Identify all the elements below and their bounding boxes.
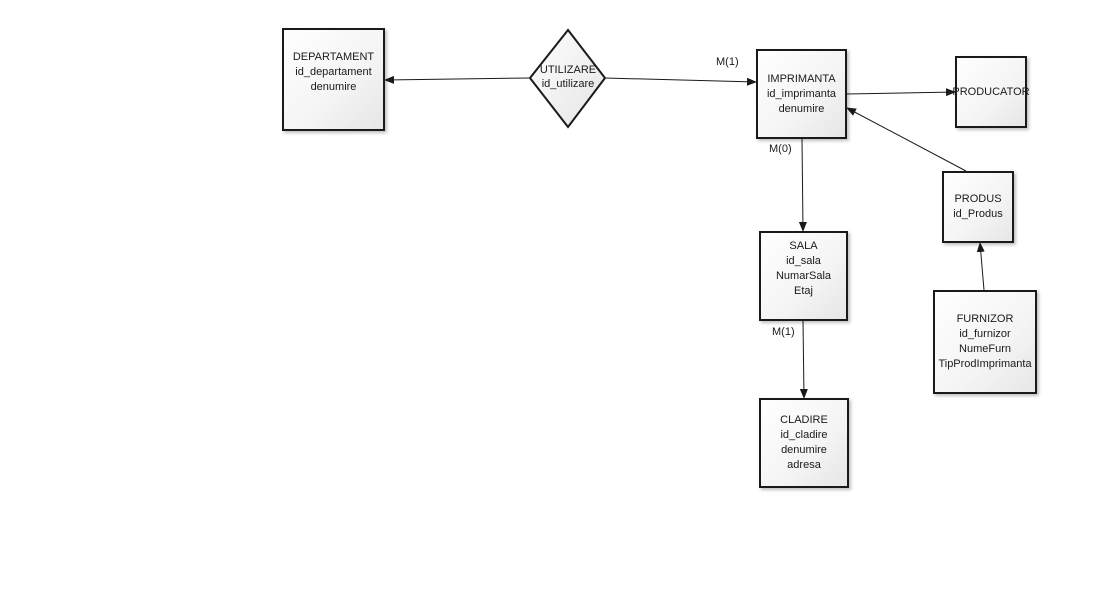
cardinality-sala-cladire: M(1)	[772, 326, 795, 338]
entity-attr: id_sala	[786, 255, 821, 267]
edge-utilizare-departament	[384, 75, 531, 84]
utilizare-relationship: UTILIZARE id_utilizare	[530, 63, 606, 91]
entity-cladire[interactable]: CLADIRE id_cladire denumire adresa	[759, 398, 849, 488]
entity-title: PRODUS	[954, 193, 1002, 205]
entity-title: PRODUCATOR	[952, 85, 1030, 98]
entity-title: DEPARTAMENT	[292, 51, 375, 63]
utilizare-attr: id_utilizare	[541, 78, 595, 90]
entity-imprimanta[interactable]: IMPRIMANTA id_imprimanta denumire	[756, 49, 847, 139]
entity-attr: Etaj	[794, 285, 813, 297]
entity-title: CLADIRE	[780, 414, 828, 426]
utilizare-title: UTILIZARE	[539, 64, 597, 76]
entity-furnizor[interactable]: FURNIZOR id_furnizor NumeFurn TipProdImp…	[933, 290, 1037, 394]
edge-imprimanta-producator	[845, 88, 956, 97]
entity-attr: id_imprimanta	[766, 88, 837, 100]
entity-attr: denumire	[310, 81, 357, 93]
cardinality-utilizare-imprimanta: M(1)	[716, 56, 739, 68]
entity-attr: id_furnizor	[959, 328, 1011, 340]
entity-attr: id_Produs	[953, 208, 1003, 220]
edge-sala-cladire	[799, 319, 808, 399]
entity-producator[interactable]: PRODUCATOR	[952, 56, 1030, 128]
entity-produs[interactable]: PRODUS id_Produs	[942, 171, 1014, 243]
utilizare-diamond[interactable]	[528, 28, 607, 129]
entity-sala[interactable]: SALA id_sala NumarSala Etaj	[759, 231, 848, 321]
cardinality-imprimanta-sala: M(0)	[769, 143, 792, 155]
entity-attr: id_cladire	[780, 429, 828, 441]
entity-attr: adresa	[787, 459, 821, 471]
edge-furnizor-produs	[976, 242, 985, 291]
entity-title: IMPRIMANTA	[767, 73, 836, 85]
entity-attr: id_departament	[295, 66, 372, 78]
entity-title: FURNIZOR	[956, 313, 1014, 325]
entity-departament[interactable]: DEPARTAMENT id_departament denumire	[282, 28, 385, 131]
edge-utilizare-imprimanta	[604, 77, 757, 86]
entity-attr: TipProdImprimanta	[938, 358, 1032, 370]
entity-attr: NumeFurn	[959, 343, 1011, 355]
entity-attr: denumire	[778, 103, 825, 115]
edge-produs-imprimanta	[846, 107, 967, 172]
entity-title: SALA	[789, 240, 818, 252]
edge-imprimanta-sala	[798, 138, 807, 232]
entity-attr: denumire	[781, 444, 827, 456]
entity-attr: NumarSala	[775, 270, 832, 282]
